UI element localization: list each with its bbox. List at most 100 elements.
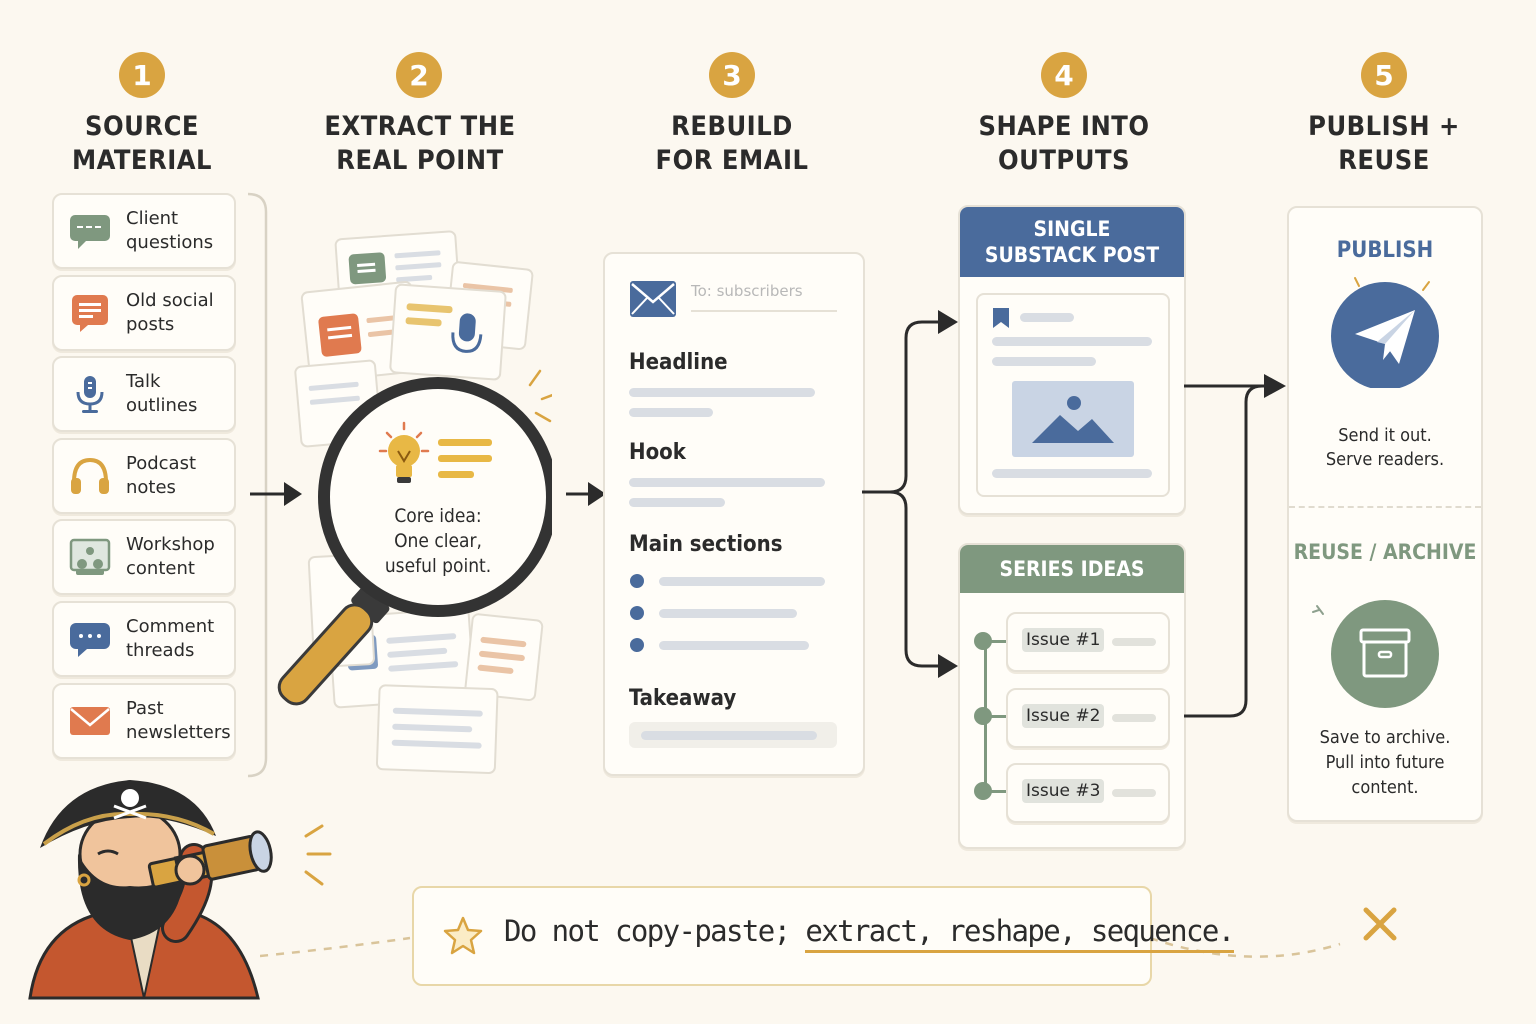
text-placeholder xyxy=(659,577,825,586)
issue-tag: Issue #3 xyxy=(1022,779,1105,803)
pirate-illustration xyxy=(28,780,332,1000)
workshop-icon xyxy=(69,538,111,575)
source-label-line2: outlines xyxy=(126,395,198,416)
email-to-field: To: subscribers xyxy=(691,282,803,300)
send-paper-plane-icon xyxy=(1331,277,1439,388)
reuse-desc-line2: Pull into future xyxy=(1325,752,1445,773)
footer-text-part2: extract, reshape, sequence. xyxy=(805,914,1235,953)
takeaway-label: Takeaway xyxy=(629,686,737,711)
text-placeholder xyxy=(659,609,797,618)
treasure-path xyxy=(260,936,1341,958)
step-2-title-line1: EXTRACT THE xyxy=(324,111,516,142)
timeline-tick xyxy=(990,790,1006,793)
issue-tag: Issue #1 xyxy=(1022,628,1105,652)
sources-bracket xyxy=(247,192,268,778)
text-placeholder xyxy=(629,478,825,487)
publish-desc: Send it out. Serve readers. xyxy=(1289,424,1481,472)
main-sections-label: Main sections xyxy=(629,532,783,557)
source-label: Talk outlines xyxy=(126,370,236,418)
chat-icon xyxy=(70,215,110,249)
bullet-point xyxy=(630,574,644,588)
magnifier-lens xyxy=(318,377,552,617)
step-1-title-line2: MATERIAL xyxy=(71,145,213,176)
text-placeholder xyxy=(992,357,1096,366)
series-issue-2: Issue #2 xyxy=(1006,688,1170,748)
source-label-line1: Talk xyxy=(126,371,161,392)
text-placeholder xyxy=(438,439,492,446)
post-preview xyxy=(976,293,1170,497)
series-ideas-header: SERIES IDEAS xyxy=(960,545,1184,593)
reuse-desc: Save to archive. Pull into future conten… xyxy=(1289,725,1481,800)
source-label-line1: Client xyxy=(126,208,179,229)
timeline-dot xyxy=(974,707,992,725)
source-label-line1: Old social xyxy=(126,290,214,311)
text-placeholder xyxy=(1112,789,1156,797)
source-label-line1: Workshop xyxy=(126,534,215,555)
step-5-title-line1: PUBLISH + xyxy=(1308,111,1460,142)
text-placeholder xyxy=(1112,638,1156,646)
text-placeholder xyxy=(1112,714,1156,722)
source-client-questions: Client questions xyxy=(52,193,236,269)
footer-text: Do not copy-paste; extract, reshape, seq… xyxy=(504,914,1235,953)
step-4-title-line1: SHAPE INTO xyxy=(978,111,1150,142)
timeline-dot xyxy=(974,782,992,800)
email-to-underline xyxy=(691,310,837,312)
envelope-icon xyxy=(630,281,676,317)
single-post-card: SINGLE SUBSTACK POST xyxy=(958,205,1186,515)
arrow-right-icon xyxy=(566,482,606,506)
fork-connector xyxy=(862,310,958,678)
publish-desc-line2: Serve readers. xyxy=(1325,449,1445,470)
source-label-line1: Past xyxy=(126,698,164,719)
magnifier-handle xyxy=(277,586,390,706)
microphone-icon xyxy=(76,376,104,413)
text-placeholder xyxy=(629,388,815,397)
core-idea-line1: One clear, xyxy=(394,530,482,552)
step-1-title-line1: SOURCE xyxy=(85,111,199,142)
text-placeholder xyxy=(438,471,474,478)
text-placeholder xyxy=(659,641,809,650)
text-placeholder xyxy=(992,337,1152,346)
headphones-icon xyxy=(71,457,109,494)
source-talk-outlines: Talk outlines xyxy=(52,356,236,432)
step-4-number: 4 xyxy=(1041,52,1087,98)
step-4-title-line2: OUTPUTS xyxy=(997,145,1131,176)
footer-callout: Do not copy-paste; extract, reshape, seq… xyxy=(412,886,1235,986)
publish-title: PUBLISH xyxy=(1336,238,1434,263)
issue-tag: Issue #2 xyxy=(1022,704,1105,728)
comment-icon xyxy=(70,623,110,657)
source-label-line2: posts xyxy=(126,314,175,335)
step-2-number: 2 xyxy=(396,52,442,98)
scattered-note-cards xyxy=(294,230,544,775)
step-3-title-line1: REBUILD xyxy=(671,111,793,142)
text-placeholder xyxy=(1020,313,1074,322)
source-label-line2: threads xyxy=(126,640,195,661)
reuse-desc-line3: content. xyxy=(1351,777,1419,798)
timeline-tick xyxy=(990,715,1006,718)
step-5-number: 5 xyxy=(1361,52,1407,98)
source-label: Client questions xyxy=(126,207,236,255)
publish-reuse-card: PUBLISH Send it out. Serve readers. REUS… xyxy=(1287,206,1483,822)
footer-text-part1: Do not copy-paste; xyxy=(504,914,791,948)
single-post-header: SINGLE SUBSTACK POST xyxy=(960,207,1184,277)
source-label: Old social posts xyxy=(126,289,236,337)
series-issue-3: Issue #3 xyxy=(1006,763,1170,823)
step-5-title-line2: REUSE xyxy=(1338,145,1430,176)
text-placeholder xyxy=(438,455,492,462)
bullet-point xyxy=(630,606,644,620)
source-label-line1: Podcast xyxy=(126,453,197,474)
email-template-card: To: subscribers Headline Hook Main secti… xyxy=(603,252,865,776)
star-icon xyxy=(443,916,483,955)
reuse-desc-line1: Save to archive. xyxy=(1319,727,1451,748)
step-5-title: PUBLISH +REUSE xyxy=(1264,110,1504,178)
source-label-line2: questions xyxy=(126,232,214,253)
single-post-header-line2: SUBSTACK POST xyxy=(984,243,1160,267)
source-old-social-posts: Old social posts xyxy=(52,275,236,351)
core-idea-line2: useful point. xyxy=(384,555,492,577)
